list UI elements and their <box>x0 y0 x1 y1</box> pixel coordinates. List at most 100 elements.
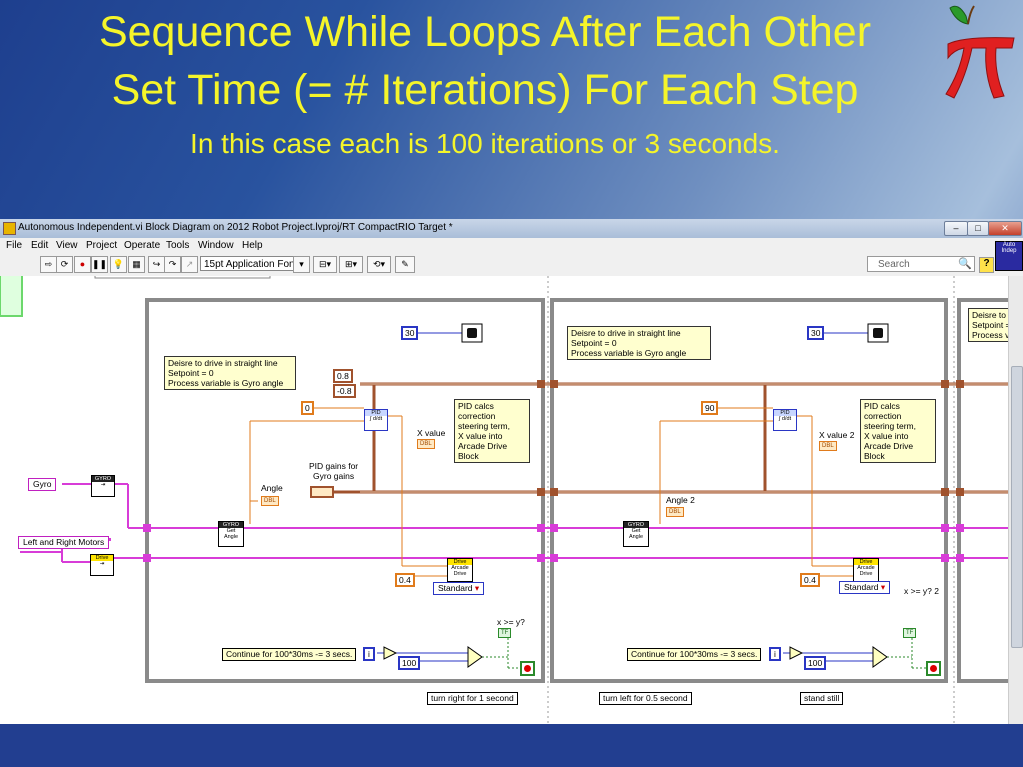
window-title: Autonomous Independent.vi Block Diagram … <box>18 222 453 233</box>
frame2-bool-indicator[interactable]: TF <box>903 628 917 638</box>
menu-help[interactable]: Help <box>242 240 263 251</box>
frame2-comment: Deisre to drive in straight line Setpoin… <box>567 326 711 360</box>
frame2-wait-constant[interactable]: 30 <box>807 326 825 340</box>
reorder-icon[interactable]: ⟲▾ <box>367 256 391 273</box>
retain-wire-values-icon[interactable]: ▦ <box>128 256 145 273</box>
block-diagram-canvas[interactable]: Gyro GYRO⇥ Left and Right Motors Drive⇥ … <box>0 276 1008 724</box>
compare-function-1[interactable] <box>467 646 483 668</box>
font-select[interactable]: 15pt Application Font <box>200 256 305 271</box>
font-select-label: 15pt Application Font <box>204 259 298 270</box>
frame2-drive-mode-ring[interactable]: Standard ▾ <box>839 581 891 594</box>
frame1-compare-label: x >= y? <box>497 617 525 627</box>
frame1-step-label: turn right for 1 second <box>427 692 518 705</box>
vi-icon: Auto Indep <box>995 241 1023 271</box>
search-placeholder: Search <box>878 259 910 270</box>
pause-icon[interactable]: ❚❚ <box>91 256 108 273</box>
gain-low-constant[interactable]: -0.8 <box>333 384 356 398</box>
top-structure-edge <box>94 276 271 279</box>
frame2-speed-constant[interactable]: 0.4 <box>800 573 820 587</box>
scrollbar-thumb[interactable] <box>1011 366 1023 648</box>
step-out-icon[interactable]: ↗ <box>181 256 198 273</box>
frame2-continue-note: Continue for 100*30ms -= 3 secs. <box>627 648 762 661</box>
step-into-icon[interactable]: ↪ <box>148 256 165 273</box>
pid-gains-control[interactable] <box>310 486 334 498</box>
frame1-wait-constant[interactable]: 30 <box>401 326 419 340</box>
labview-app-icon <box>3 222 16 235</box>
gyro-refnum-subvi[interactable]: GYRO⇥ <box>91 475 115 497</box>
menu-project[interactable]: Project <box>86 240 118 251</box>
menu-operate[interactable]: Operate <box>124 240 161 251</box>
frame2-count-constant[interactable]: 100 <box>804 656 827 670</box>
abort-icon[interactable]: ● <box>74 256 91 273</box>
window-titlebar[interactable]: Autonomous Independent.vi Block Diagram … <box>0 219 1023 238</box>
slide-subtitle: In this case each is 100 iterations or 3… <box>190 128 780 159</box>
frame3-comment: Deisre to Setpoint = Process v <box>968 308 1008 342</box>
close-icon[interactable]: ✕ <box>988 221 1022 236</box>
gyro-refnum-subvi-label: GYRO <box>92 476 114 482</box>
frame2-drive-label: Drive <box>854 559 878 565</box>
frame1-continue-note: Continue for 100*30ms -= 3 secs. <box>222 648 357 661</box>
frame1-speed-constant[interactable]: 0.4 <box>395 573 415 587</box>
frame1-drive-mode-label: Standard <box>438 583 473 593</box>
frame2-drive-mode-label: Standard <box>844 582 879 592</box>
motors-control[interactable]: Left and Right Motors <box>18 536 110 549</box>
frame2-pid-subvi[interactable]: PID∫ d/dt <box>773 409 797 431</box>
highlight-execution-icon[interactable]: 💡 <box>110 256 127 273</box>
frame2-compare-label: x >= y? 2 <box>904 586 939 596</box>
frame2-xvalue-indicator[interactable]: DBL <box>819 441 837 451</box>
pid-gains-label: PID gains for Gyro gains <box>309 461 359 481</box>
align-objects-icon[interactable]: ⊟▾ <box>313 256 337 273</box>
pi-apple-logo-icon <box>945 5 1015 99</box>
frame2-angle-indicator[interactable]: DBL <box>666 507 684 517</box>
menu-tools[interactable]: Tools <box>166 240 190 251</box>
frame1-angle-indicator[interactable]: DBL <box>261 496 279 506</box>
search-input[interactable]: Search <box>867 256 975 272</box>
increment-function-1[interactable] <box>383 646 398 660</box>
vertical-scrollbar[interactable] <box>1008 276 1023 724</box>
context-help-button[interactable]: ? <box>979 257 994 273</box>
slide-footer-band <box>0 724 1023 767</box>
increment-function-2[interactable] <box>789 646 804 660</box>
font-dropdown-chevron-icon[interactable]: ▾ <box>293 256 310 273</box>
frame1-setpoint-constant[interactable]: 0 <box>301 401 314 415</box>
run-arrow-icon[interactable]: ⇨ <box>40 256 57 273</box>
gyro-control[interactable]: Gyro <box>28 478 57 491</box>
frame1-gyro-get-label: GYRO <box>219 522 243 528</box>
frame1-drive-mode-ring[interactable]: Standard ▾ <box>433 582 485 595</box>
toolbar: ⇨ ⟳ ● ❚❚ 💡 ▦ ↪ ↷ ↗ 15pt Application Font… <box>0 254 1023 277</box>
frame2-pid-label: PID <box>774 410 796 416</box>
frame1-drive-label: Drive <box>448 559 472 565</box>
frame1-bool-indicator[interactable]: TF <box>498 628 512 638</box>
frame1-pid-subvi[interactable]: PID∫ d/dt <box>364 409 388 431</box>
minimize-icon[interactable]: – <box>944 221 968 236</box>
menu-bar: File Edit View Project Operate Tools Win… <box>0 238 1023 254</box>
frame2-drive-sub: Arcade Drive <box>857 565 875 577</box>
frame1-iteration-terminal: i <box>363 647 375 661</box>
frame1-xvalue-indicator[interactable]: DBL <box>417 439 435 449</box>
left-control-stub <box>0 276 23 317</box>
frame1-count-constant[interactable]: 100 <box>398 656 421 670</box>
frame1-drive-sub: Arcade Drive <box>451 565 469 577</box>
menu-view[interactable]: View <box>56 240 78 251</box>
menu-edit[interactable]: Edit <box>31 240 49 251</box>
frame2-setpoint-constant[interactable]: 90 <box>701 401 719 415</box>
compare-function-2[interactable] <box>872 646 888 668</box>
menu-file[interactable]: File <box>6 240 23 251</box>
cleanup-diagram-icon[interactable]: ✎ <box>395 256 415 273</box>
distribute-objects-icon[interactable]: ⊞▾ <box>339 256 363 273</box>
drive-refnum-subvi[interactable]: Drive⇥ <box>90 554 114 576</box>
frame2-angle-label: Angle 2 <box>666 495 695 505</box>
step-over-icon[interactable]: ↷ <box>164 256 181 273</box>
run-continuously-icon[interactable]: ⟳ <box>56 256 73 273</box>
ring-dropdown-icon: ▾ <box>474 583 480 593</box>
search-icon[interactable]: 🔍 <box>958 258 972 270</box>
menu-window[interactable]: Window <box>198 240 234 251</box>
maximize-icon[interactable]: □ <box>967 221 989 236</box>
frame1-gyro-get-sub: Get Angle <box>223 528 239 540</box>
gain-high-constant[interactable]: 0.8 <box>333 369 353 383</box>
frame1-comment: Deisre to drive in straight line Setpoin… <box>164 356 296 390</box>
